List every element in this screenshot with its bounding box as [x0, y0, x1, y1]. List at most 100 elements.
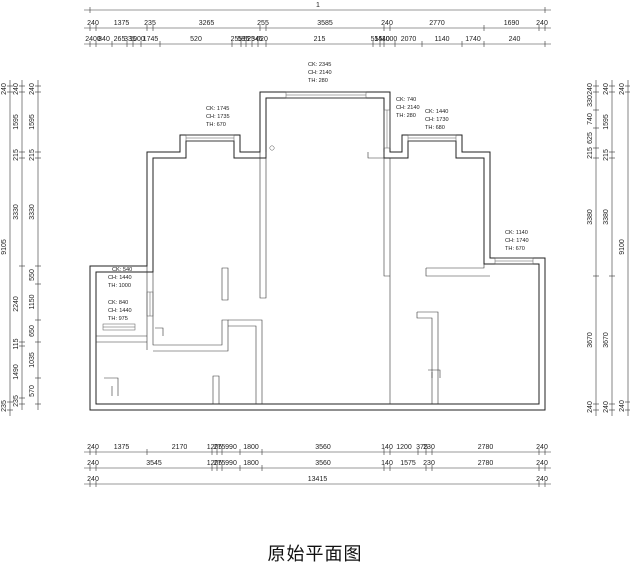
- dim-right-inner-label: 240: [587, 83, 594, 95]
- note-ck: CK: 740: [396, 97, 416, 103]
- drawing-title: 原始平面图: [267, 544, 363, 565]
- dim-bottom-row2-label: 240: [87, 460, 99, 467]
- dim-bottom-row1-label: 240: [536, 444, 548, 451]
- note-ck: CK: 840: [108, 300, 128, 306]
- dim-bottom-row1-label: 1200: [396, 444, 412, 451]
- dim-left-inner-label: 240: [29, 83, 36, 95]
- dim-bottom-row1-label: 3560: [315, 444, 331, 451]
- dim-top-row2-label: 525: [243, 36, 255, 43]
- dim-bottom-total-label: 13415: [308, 476, 328, 483]
- dim-top-row2-label: 2400: [85, 36, 101, 43]
- dim-top-row1-label: 240: [87, 20, 99, 27]
- note-ck: CK: 1745: [206, 106, 229, 112]
- dim-bottom-row2-label: 3560: [315, 460, 331, 467]
- dim-top-row1-label: 3265: [199, 20, 215, 27]
- dim-top-row2-label: 1745: [143, 36, 159, 43]
- dim-left-inner-label: 1150: [29, 294, 36, 309]
- dim-left-mid-label: 2240: [13, 296, 20, 312]
- dim-top-row2-label: 255: [231, 36, 243, 43]
- fixture-right: [428, 369, 441, 378]
- column: [212, 375, 220, 405]
- dim-left-mid-label: 240: [13, 83, 20, 95]
- dim-top-row1-label: 1375: [114, 20, 130, 27]
- dim-bottom-row2-label: 140: [381, 460, 393, 467]
- dim-right-total-label: 9100: [619, 239, 626, 255]
- dim-top-row2-label: 1000: [129, 36, 145, 43]
- door-swing: [155, 327, 164, 336]
- note-ck: CK: 1140: [505, 230, 528, 236]
- dim-top-row2-label: 1140: [434, 36, 449, 43]
- note-th: TH: 975: [108, 316, 128, 322]
- dim-left-inner-label: 550: [29, 269, 36, 281]
- dim-top-row2-label: 520: [190, 36, 202, 43]
- dim-bottom-row1-label: 2780: [478, 444, 494, 451]
- note-ch: CH: 1740: [505, 238, 529, 244]
- dim-top-row1-label: 2770: [429, 20, 445, 27]
- dim-bottom-row2-label: 1800: [243, 460, 259, 467]
- dim-bottom-row2-label: 990: [225, 460, 237, 467]
- note-ch: CH: 2140: [308, 70, 332, 76]
- dim-bottom-row2-label: 3545: [146, 460, 162, 467]
- dim-left-mid-label: 115: [13, 338, 20, 349]
- dim-top-row1-label: 240: [381, 20, 393, 27]
- dim-bottom-row2-label: 1205: [207, 460, 223, 467]
- dim-right-inner-label: 3670: [587, 332, 594, 348]
- dim-left-mid-label: 215: [13, 149, 20, 161]
- kitchen-wall: [367, 152, 391, 404]
- dim-bottom-row1-label: 990: [225, 444, 237, 451]
- outer-wall-inner: [95, 97, 540, 405]
- dim-top-row2-label: 1740: [465, 36, 481, 43]
- dim-top-row1-label: 255: [257, 20, 269, 27]
- dim-left-outer-label: 235: [1, 400, 8, 412]
- bathroom-wall: [416, 311, 439, 404]
- dim-left-inner-label: 3330: [29, 204, 36, 220]
- note-th: TH: 670: [206, 122, 226, 128]
- fixture-left: [104, 377, 119, 396]
- dim-right-outer-label: 215: [603, 149, 610, 161]
- dim-right-inner-label: 625: [587, 132, 594, 144]
- dim-bottom-row2-label: 1575: [400, 460, 416, 467]
- dim-bottom-row1-label: 230: [423, 444, 435, 451]
- bedroom-left-wall: [146, 266, 229, 352]
- dim-top-row2-label: 2345: [247, 36, 263, 43]
- dim-top-row1-label: 1690: [504, 20, 520, 27]
- dim-right-total-label: 240: [619, 400, 626, 412]
- dim-left-inner-label: 570: [29, 385, 36, 397]
- dim-top-row2-label: 840: [98, 36, 110, 43]
- dim-right-outer-label: 240: [603, 83, 610, 95]
- note-ch: CH: 1735: [206, 114, 230, 120]
- dim-top-row2-label: 335: [124, 36, 136, 43]
- dim-left-outer-label: 9105: [1, 239, 8, 255]
- dim-left-inner-label: 1595: [29, 114, 36, 130]
- note-bedroom-2-window: CK: 1440 CH: 1730 TH: 680: [425, 109, 449, 131]
- dim-top-row1-label: 240: [536, 20, 548, 27]
- walls: [89, 91, 546, 411]
- dim-bottom-row1-label: 2170: [172, 444, 188, 451]
- note-ch: CH: 1730: [425, 117, 449, 123]
- dim-right-inner-label: 3380: [587, 209, 594, 225]
- dim-left-mid-label: 1490: [13, 364, 20, 380]
- dim-top-row2-label: 240: [509, 36, 521, 43]
- note-bath-window: CK: 540 CH: 1440 TH: 1000: [108, 267, 132, 289]
- dim-bottom-row2-label: 240: [536, 460, 548, 467]
- dim-right-inner-label: 215: [587, 147, 594, 159]
- living-wall: [228, 319, 263, 404]
- dim-bottom-row1-label: 375: [416, 444, 428, 451]
- dim-top-row1-label: 3585: [317, 20, 333, 27]
- dim-bottom-total-label: 240: [536, 476, 548, 483]
- dim-top-row2-label: 2070: [401, 36, 417, 43]
- note-bedroom-3-window: CK: 1140 CH: 1740 TH: 670: [505, 230, 529, 252]
- dim-right-outer-label: 1595: [603, 114, 610, 130]
- dim-left-inner-label: 650: [29, 325, 36, 337]
- note-th: TH: 680: [425, 125, 445, 131]
- dim-top-row2-label: 1000: [382, 36, 398, 43]
- dimension-lines: 1 240 1375 235 3265 255 3585 240 2770 1690 240 2400…: [1, 2, 630, 487]
- note-th: TH: 280: [308, 78, 328, 84]
- dim-top-total-label: 1: [316, 2, 320, 9]
- note-th: TH: 670: [505, 246, 525, 252]
- note-ck: CK: 2345: [308, 62, 331, 68]
- corridor-wall: [221, 152, 267, 301]
- note-small-window: CK: 840 CH: 1440 TH: 975: [108, 300, 132, 322]
- bedroom-right-wall: [425, 264, 490, 277]
